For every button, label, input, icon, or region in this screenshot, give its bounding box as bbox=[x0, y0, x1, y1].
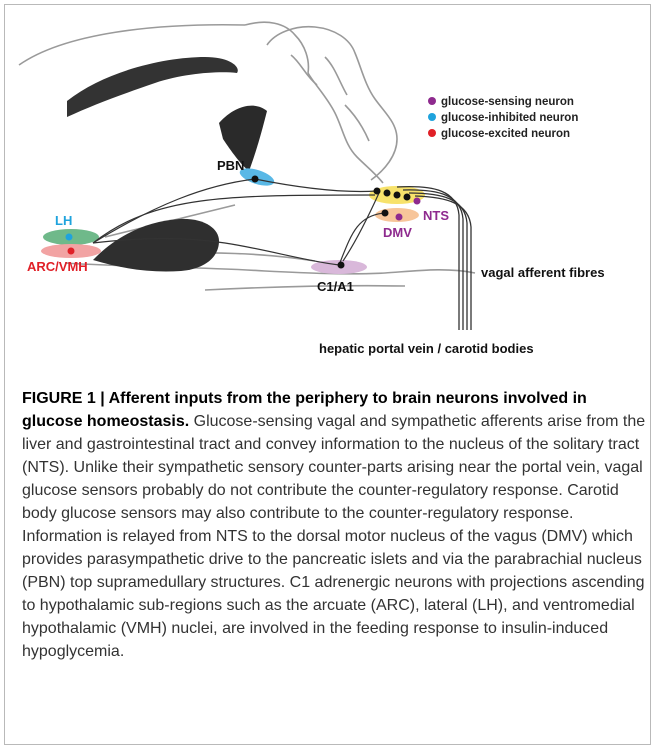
legend-item-inhibited: glucose-inhibited neuron bbox=[428, 112, 578, 124]
legend-dot-excited bbox=[428, 129, 436, 137]
label-nts: NTS bbox=[423, 208, 449, 223]
label-arc-vmh: ARC/VMH bbox=[27, 259, 88, 274]
hypothalamus-dark-shape bbox=[93, 219, 219, 272]
corpus-callosum-shape bbox=[67, 57, 238, 117]
label-c1a1: C1/A1 bbox=[317, 279, 354, 294]
figure-caption: FIGURE 1 | Afferent inputs from the peri… bbox=[22, 387, 647, 663]
legend-label-sensing: glucose-sensing neuron bbox=[441, 96, 574, 108]
figure-frame: PBN LH ARC/VMH NTS DMV C1/A1 vagal affer… bbox=[4, 4, 651, 745]
label-vagal-fibres: vagal afferent fibres bbox=[481, 265, 605, 280]
legend-label-excited: glucose-excited neuron bbox=[441, 128, 570, 140]
label-lh: LH bbox=[55, 213, 72, 228]
label-pbn: PBN bbox=[217, 158, 244, 173]
label-dmv: DMV bbox=[383, 225, 412, 240]
legend-dot-sensing bbox=[428, 97, 436, 105]
brain-diagram: PBN LH ARC/VMH NTS DMV C1/A1 vagal affer… bbox=[5, 5, 650, 365]
label-portal-vein: hepatic portal vein / carotid bodies bbox=[319, 341, 534, 356]
legend-label-inhibited: glucose-inhibited neuron bbox=[441, 112, 578, 124]
legend-item-sensing: glucose-sensing neuron bbox=[428, 96, 574, 108]
caption-body: Glucose-sensing vagal and sympathetic af… bbox=[22, 413, 645, 660]
legend-item-excited: glucose-excited neuron bbox=[428, 128, 570, 140]
figure-diagram-area: PBN LH ARC/VMH NTS DMV C1/A1 vagal affer… bbox=[5, 5, 650, 365]
legend: glucose-sensing neuron glucose-inhibited… bbox=[428, 96, 578, 140]
legend-dot-inhibited bbox=[428, 113, 436, 121]
